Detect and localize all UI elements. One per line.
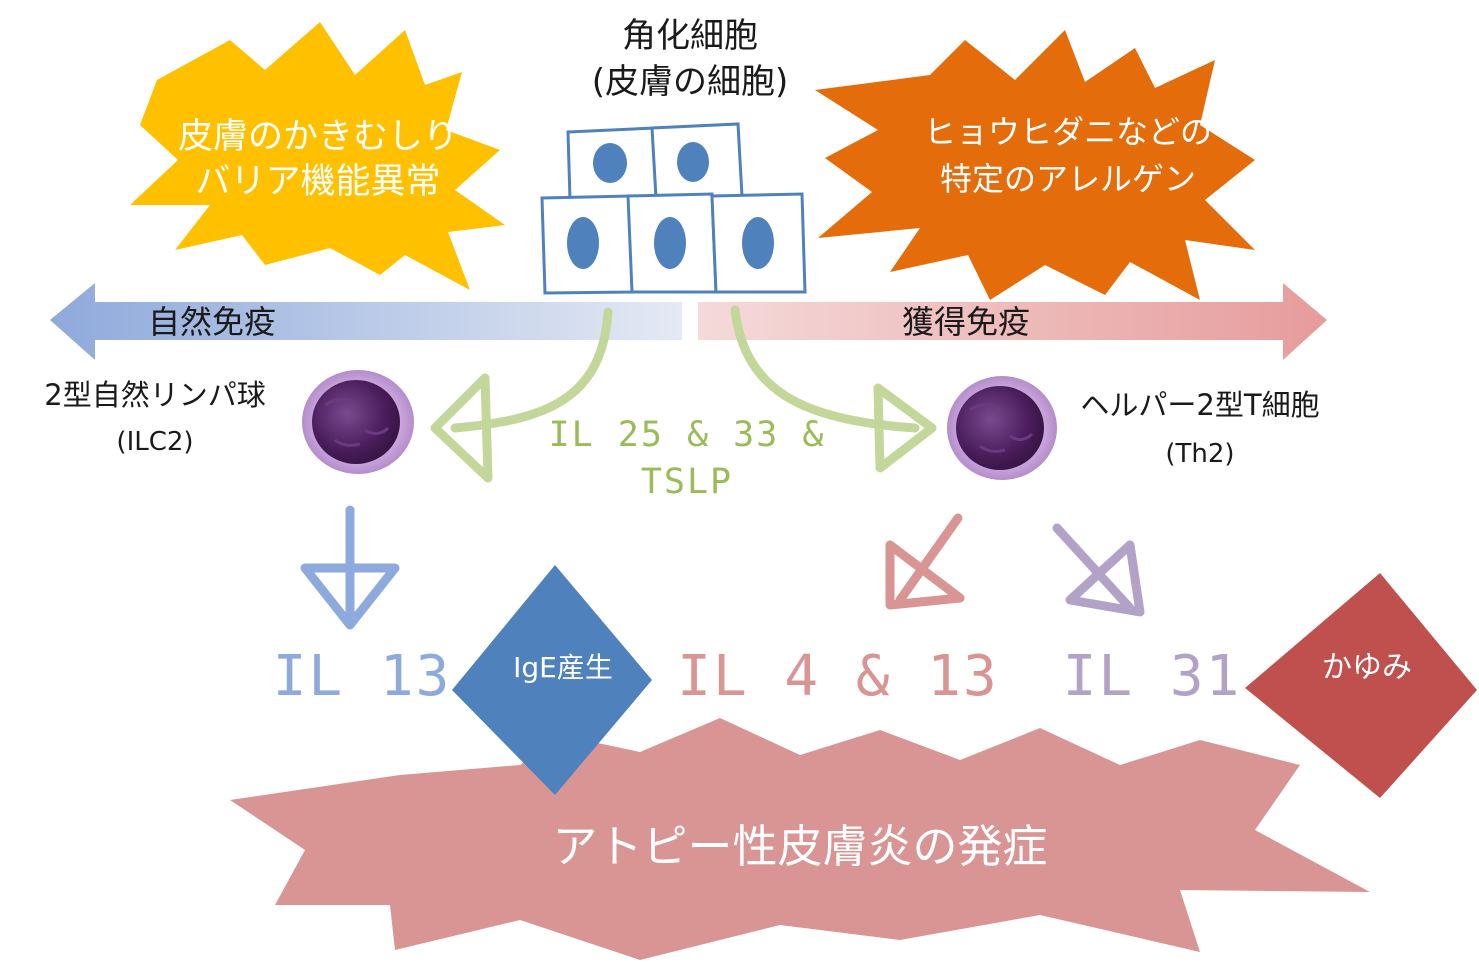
- il13-label: IL 13: [273, 644, 452, 709]
- th2-abbr: (Th2): [1165, 439, 1234, 469]
- acquired-immunity-label: 獲得免疫: [902, 303, 1030, 341]
- keratinocyte-nuclei: [567, 142, 774, 269]
- center-cytokines-line1: IL 25 & 33 &: [549, 415, 826, 455]
- ilc2-to-il13-arrow: [300, 505, 400, 630]
- innate-immunity-label: 自然免疫: [148, 303, 276, 341]
- outcome-label: アトピー性皮膚炎の発症: [552, 820, 1047, 873]
- th2-name: ヘルパー2型T細胞: [1080, 388, 1319, 422]
- green-signal-arrows: [430, 305, 937, 483]
- th2-cell-image: [947, 376, 1057, 480]
- ilc2-abbr: (ILC2): [116, 427, 193, 457]
- innate-immunity-arrow: [50, 283, 682, 360]
- right-burst-line2: 特定のアレルゲン: [940, 160, 1196, 198]
- th2-to-il31-arrow: [1052, 523, 1145, 617]
- outcome-burst: [230, 718, 1370, 960]
- ige-production-label: IgE産生: [513, 651, 613, 684]
- acquired-immunity-arrow: [698, 283, 1327, 360]
- il31-label: IL 31: [1063, 644, 1242, 709]
- left-burst-line2: バリア機能異常: [195, 162, 440, 202]
- il4-13-label: IL 4 & 13: [677, 644, 998, 709]
- left-burst-line1: 皮膚のかきむしり: [178, 117, 458, 157]
- right-trigger-burst: [815, 30, 1255, 300]
- itch-label: かゆみ: [1322, 650, 1412, 685]
- itch-diamond: [1245, 573, 1477, 798]
- keratinocyte-subtitle: (皮膚の細胞): [592, 62, 789, 102]
- right-burst-line1: ヒョウヒダニなどの: [924, 113, 1212, 151]
- center-cytokines-line2: TSLP: [641, 462, 733, 502]
- ige-production-diamond: [452, 565, 652, 795]
- th2-to-il4-arrow: [885, 513, 965, 610]
- keratinocyte-title: 角化細胞: [622, 16, 758, 56]
- ilc2-cell-image: [302, 370, 414, 474]
- ilc2-name: 2型自然リンパ球: [44, 378, 265, 412]
- left-trigger-burst: [130, 22, 505, 290]
- keratinocyte-cluster: [540, 122, 807, 295]
